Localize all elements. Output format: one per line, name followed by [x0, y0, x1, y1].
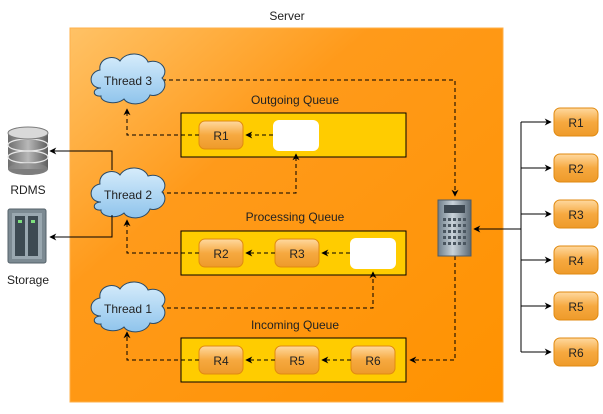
- arrow-dispatcher-to-incoming: [409, 256, 456, 364]
- arrow-r2-to-thread2: [123, 219, 199, 254]
- processing-empty-slot: [350, 238, 396, 269]
- arrow-thread2-to-outgoing: [160, 153, 300, 194]
- outgoing-request-r1: R1: [198, 120, 244, 150]
- incoming-request-r4: R4: [198, 345, 244, 375]
- arrow-thread2-to-rdms: [49, 147, 113, 170]
- svg-text:R6: R6: [568, 346, 584, 360]
- svg-text:R5: R5: [289, 354, 305, 368]
- incoming-queue-title: Incoming Queue: [251, 318, 339, 332]
- svg-text:R1: R1: [568, 116, 584, 130]
- arrow-r1-to-thread3: [123, 108, 199, 136]
- thread-2-cloud: Thread 2: [90, 167, 166, 219]
- svg-text:R2: R2: [213, 247, 229, 261]
- svg-text:R6: R6: [365, 354, 381, 368]
- client-r1: R1: [553, 107, 599, 137]
- storage-icon: [7, 208, 47, 264]
- storage-label: Storage: [7, 273, 49, 287]
- arrow-r4-to-thread1: [123, 331, 199, 361]
- outgoing-empty-slot: [273, 120, 319, 151]
- svg-text:Thread 3: Thread 3: [104, 74, 152, 88]
- svg-text:R4: R4: [568, 254, 584, 268]
- client-r3: R3: [553, 199, 599, 229]
- svg-text:R3: R3: [289, 247, 305, 261]
- thread-3-cloud: Thread 3: [90, 53, 166, 105]
- rdms-label: RDMS: [10, 183, 45, 197]
- client-r6: R6: [553, 337, 599, 367]
- svg-text:R5: R5: [568, 300, 584, 314]
- incoming-request-r6: R6: [350, 345, 396, 375]
- svg-text:R4: R4: [213, 354, 229, 368]
- client-r5: R5: [553, 291, 599, 321]
- server-tower-icon: [437, 199, 472, 257]
- svg-text:R1: R1: [213, 129, 229, 143]
- outgoing-queue-title: Outgoing Queue: [251, 93, 339, 107]
- arrow-thread2-to-storage: [49, 215, 113, 241]
- thread-1-cloud: Thread 1: [90, 281, 166, 333]
- processing-request-r3: R3: [274, 238, 320, 268]
- svg-text:R3: R3: [568, 208, 584, 222]
- svg-text:Thread 2: Thread 2: [104, 188, 152, 202]
- svg-text:R2: R2: [568, 162, 584, 176]
- incoming-request-r5: R5: [274, 345, 320, 375]
- svg-text:Thread 1: Thread 1: [104, 302, 152, 316]
- client-r4: R4: [553, 245, 599, 275]
- server-title: Server: [269, 9, 304, 23]
- arrow-thread1-to-processing: [160, 271, 377, 309]
- processing-queue-title: Processing Queue: [246, 210, 345, 224]
- client-r2: R2: [553, 153, 599, 183]
- processing-request-r2: R2: [198, 238, 244, 268]
- database-icon: [7, 126, 49, 175]
